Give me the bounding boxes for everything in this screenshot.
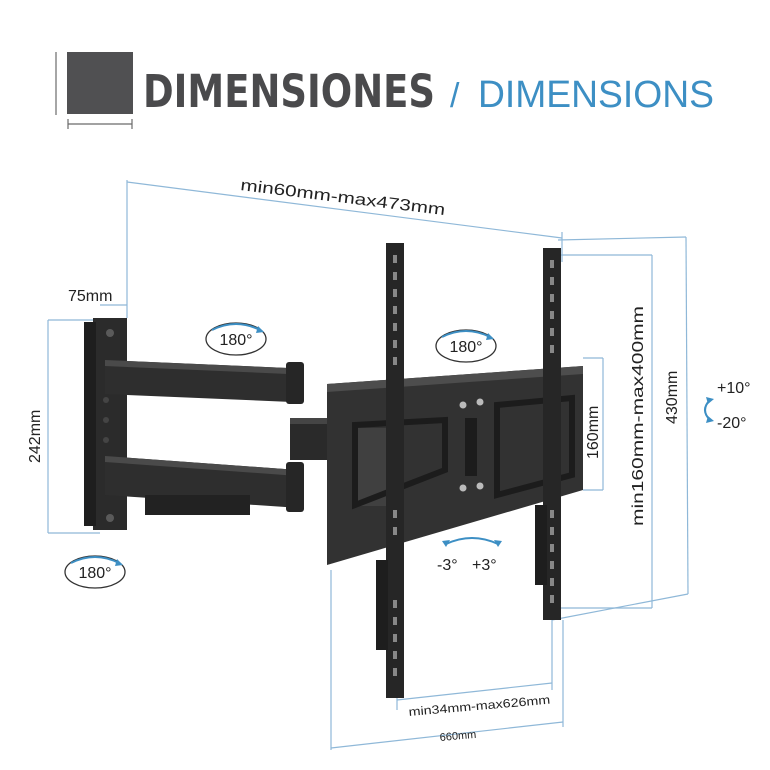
level-indicator: -3° +3° (437, 537, 502, 574)
vesa-vertical-label: min160mm-max400mm (630, 306, 647, 526)
tv-plate-height-label: 160mm (585, 406, 602, 459)
arm-extension-label: min60mm-max473mm (240, 177, 447, 219)
header-logo-icon (55, 52, 133, 129)
level-arc-icon (445, 537, 499, 545)
wall-swivel-badge: 180° (64, 555, 126, 589)
wall-plate (84, 318, 127, 530)
head-swivel-badge: 180° (435, 329, 497, 363)
wall-swivel-label: 180° (78, 565, 111, 582)
lower-arm (105, 456, 304, 515)
left-vertical-bar (376, 243, 404, 698)
head-swivel-label: 180° (449, 339, 482, 356)
tilt-indicator: +10° -20° (704, 380, 751, 432)
arm-swivel-label: 180° (219, 332, 252, 349)
bracket-height-label: 430mm (664, 371, 681, 424)
tv-mount-bracket (84, 243, 583, 698)
right-vertical-bar (535, 248, 561, 620)
tilt-up-label: +10° (717, 380, 751, 397)
rotation-badges: 180° 180° 180° +10° -20° -3° +3° (64, 322, 751, 589)
header: DIMENSIONES / DIMENSIONS (55, 52, 714, 129)
level-left-label: -3° (437, 557, 458, 574)
header-separator: / (450, 77, 460, 115)
header-title-en: DIMENSIONS (478, 74, 714, 116)
tilt-arc-icon (704, 399, 711, 421)
wall-plate-height-label: 242mm (27, 410, 44, 463)
tilt-down-label: -20° (717, 415, 747, 432)
header-title-es: DIMENSIONES (143, 65, 435, 118)
upper-arm (105, 360, 304, 404)
bracket-width-label: 660mm (439, 729, 477, 744)
wall-plate-width-label: 75mm (68, 288, 112, 305)
level-right-label: +3° (472, 557, 497, 574)
dimension-lines (47, 180, 689, 750)
arm-swivel-badge: 180° (205, 322, 267, 356)
